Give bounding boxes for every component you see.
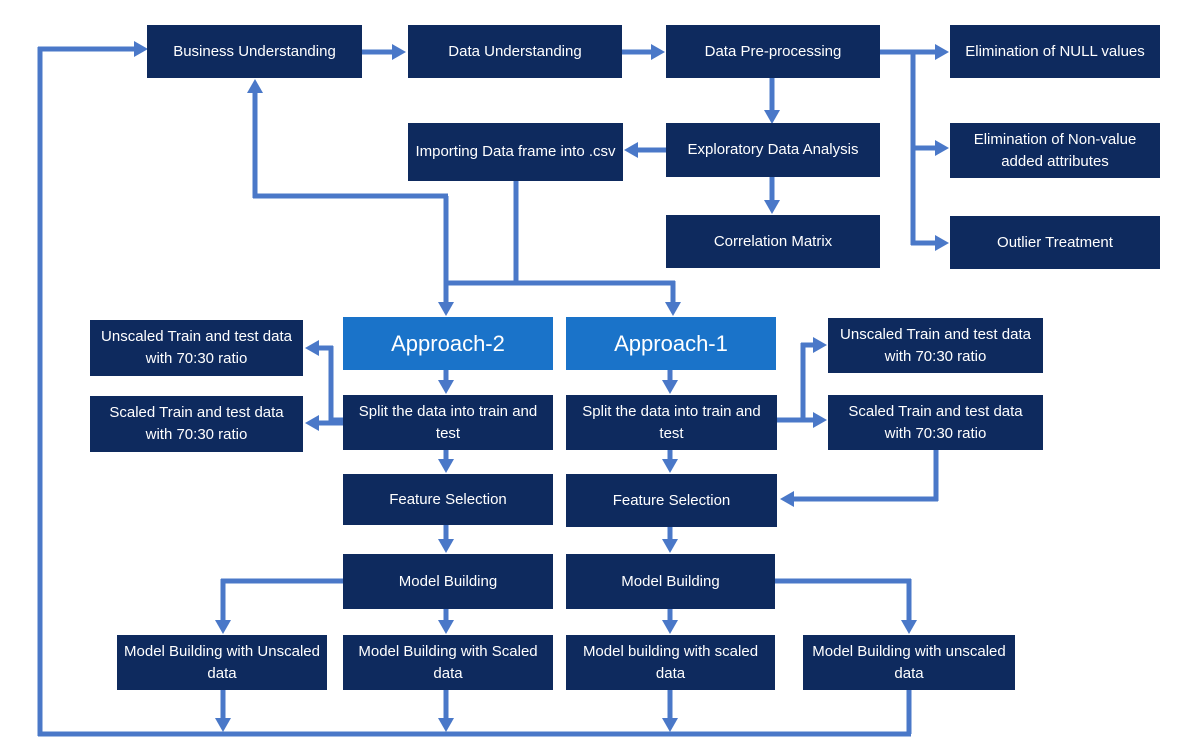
arrowhead xyxy=(438,459,454,473)
arrowhead xyxy=(392,44,406,60)
unscaled-data-node-right: Unscaled Train and test data with 70:30 … xyxy=(828,318,1043,373)
arrowhead xyxy=(438,380,454,394)
model-building-scaled-node-approach-2: Model Building with Scaled data xyxy=(343,635,553,690)
arrowhead xyxy=(662,539,678,553)
model-building-unscaled-node-approach-1: Model Building with unscaled data xyxy=(803,635,1015,690)
data-understanding-node: Data Understanding xyxy=(408,25,622,78)
eda-node: Exploratory Data Analysis xyxy=(666,123,880,177)
scaled-data-node-left: Scaled Train and test data with 70:30 ra… xyxy=(90,396,303,452)
model-building-scaled-node-approach-1: Model building with scaled data xyxy=(566,635,775,690)
arrowhead xyxy=(438,539,454,553)
arrowhead xyxy=(813,337,827,353)
arrowhead xyxy=(662,718,678,732)
arrowhead xyxy=(764,200,780,214)
data-preprocessing-node: Data Pre-processing xyxy=(666,25,880,78)
unscaled-data-node-left: Unscaled Train and test data with 70:30 … xyxy=(90,320,303,376)
outlier-treatment-node: Outlier Treatment xyxy=(950,216,1160,269)
arrowhead xyxy=(813,412,827,428)
scaled-data-node-right: Scaled Train and test data with 70:30 ra… xyxy=(828,395,1043,450)
arrowhead xyxy=(438,718,454,732)
model-building-node-approach-1: Model Building xyxy=(566,554,775,609)
elimination-nonvalue-node: Elimination of Non-value added attribute… xyxy=(950,123,1160,178)
arrowhead xyxy=(764,110,780,124)
arrowhead xyxy=(901,620,917,634)
arrowhead xyxy=(305,340,319,356)
arrowhead xyxy=(662,459,678,473)
approach-1-node: Approach-1 xyxy=(566,317,776,370)
arrowhead xyxy=(438,620,454,634)
arrowhead xyxy=(134,41,148,57)
arrowhead xyxy=(247,79,263,93)
split-data-node-approach-1: Split the data into train and test xyxy=(566,395,777,450)
business-understanding-node: Business Understanding xyxy=(147,25,362,78)
split-data-node-approach-2: Split the data into train and test xyxy=(343,395,553,450)
model-building-node-approach-2: Model Building xyxy=(343,554,553,609)
arrowhead xyxy=(215,620,231,634)
arrowhead xyxy=(305,415,319,431)
elimination-null-node: Elimination of NULL values xyxy=(950,25,1160,78)
arrowhead xyxy=(935,235,949,251)
feature-selection-node-approach-2: Feature Selection xyxy=(343,474,553,525)
correlation-matrix-node: Correlation Matrix xyxy=(666,215,880,268)
arrowhead xyxy=(438,302,454,316)
arrowhead xyxy=(215,718,231,732)
arrowhead xyxy=(651,44,665,60)
model-building-unscaled-node-approach-2: Model Building with Unscaled data xyxy=(117,635,327,690)
arrowhead xyxy=(662,620,678,634)
arrowhead xyxy=(624,142,638,158)
arrowhead xyxy=(665,302,681,316)
feature-selection-node-approach-1: Feature Selection xyxy=(566,474,777,527)
arrowhead xyxy=(935,140,949,156)
arrowhead xyxy=(662,380,678,394)
importing-data-node: Importing Data frame into .csv xyxy=(408,123,623,181)
approach-2-node: Approach-2 xyxy=(343,317,553,370)
arrowhead xyxy=(780,491,794,507)
arrowhead xyxy=(935,44,949,60)
